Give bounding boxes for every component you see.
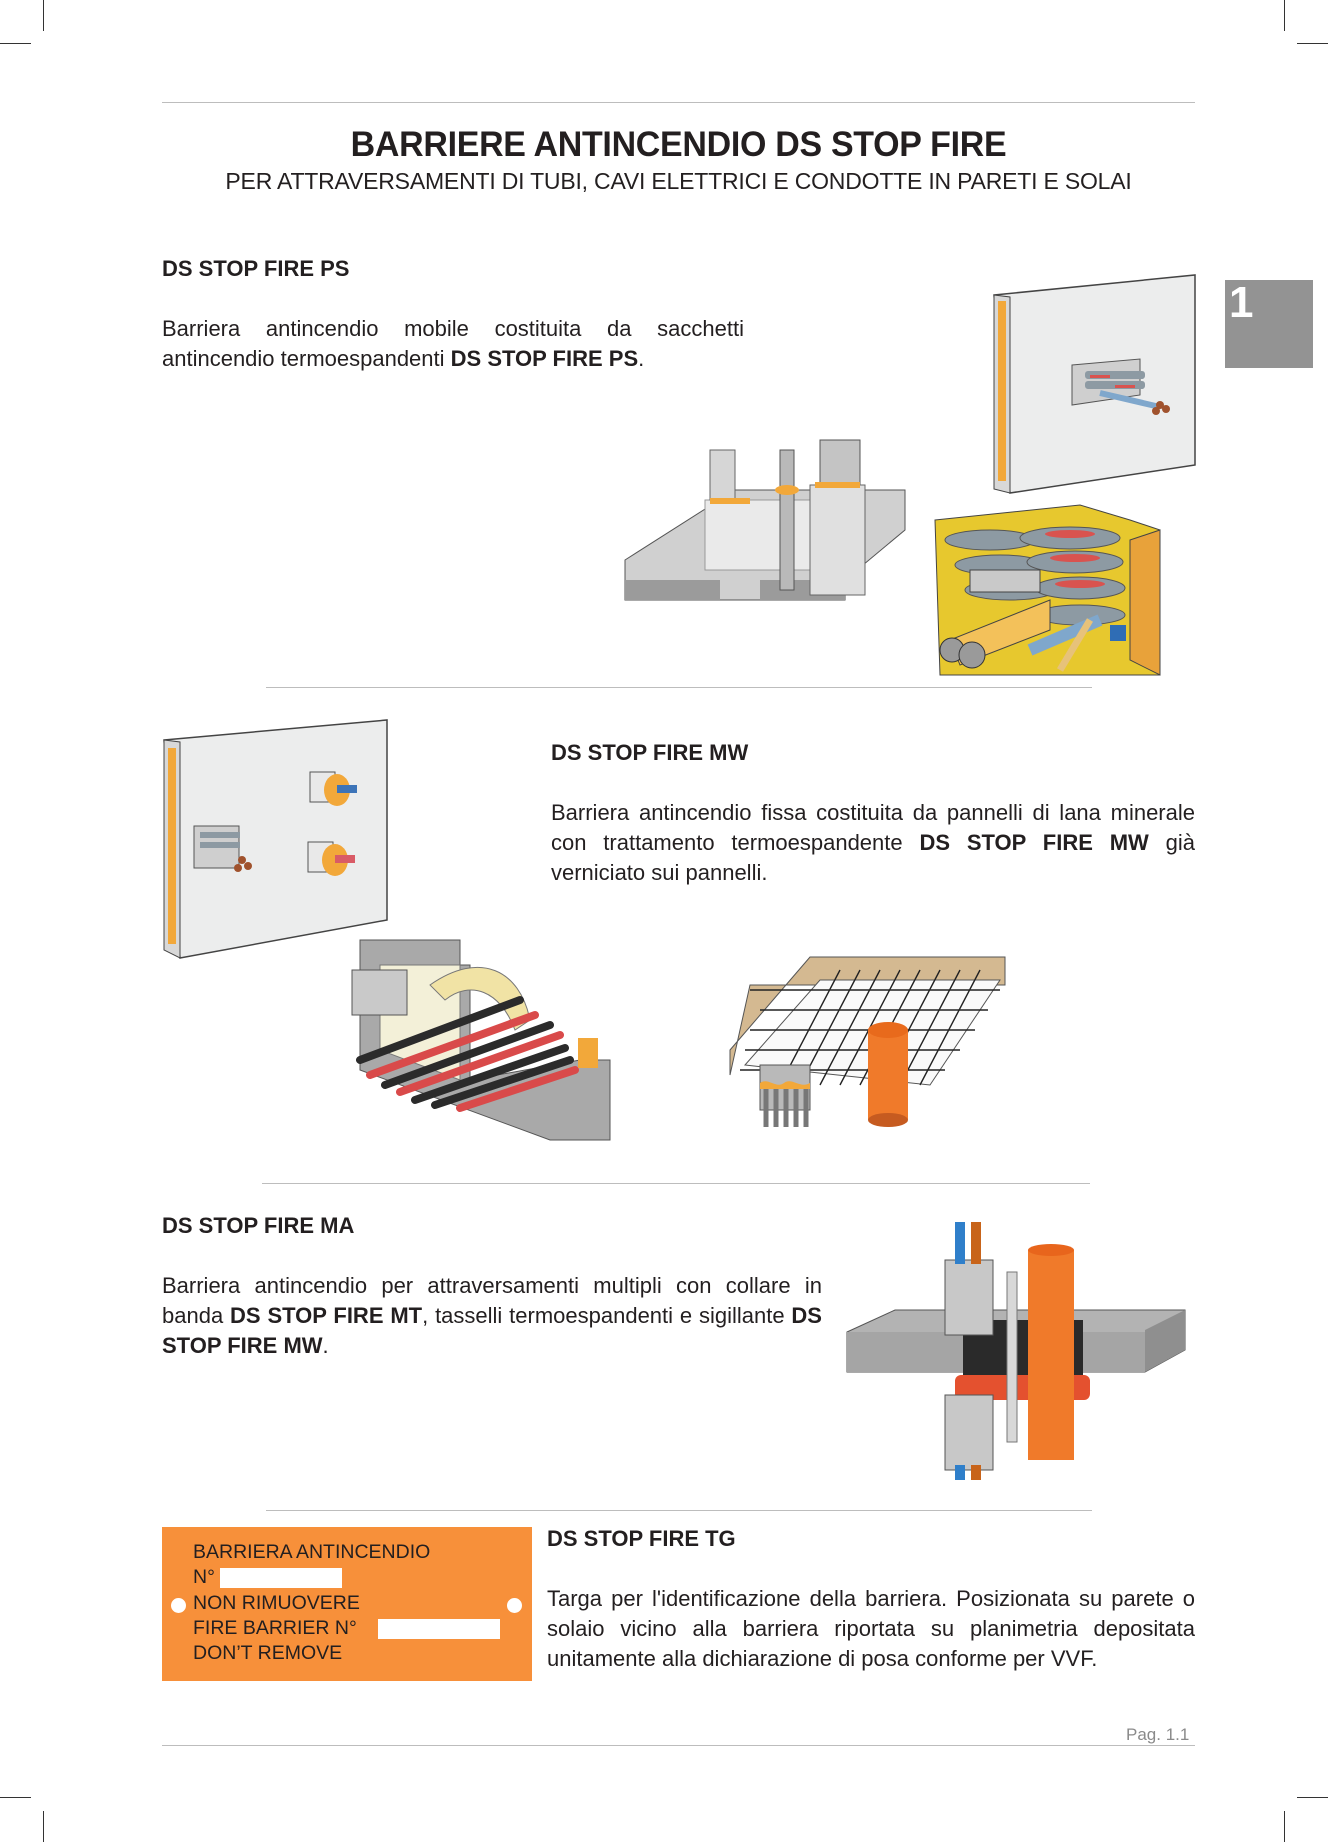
fire-bags-cutaway-icon	[934, 504, 1161, 676]
tag-number-field	[220, 1568, 342, 1588]
page-subtitle: PER ATTRAVERSAMENTI DI TUBI, CAVI ELETTR…	[225, 168, 1132, 194]
floor-slab-penetrations-icon	[624, 439, 906, 601]
ceiling-mesh-penetration-icon	[729, 956, 1006, 1127]
cable-tray-wall-cutaway-icon	[351, 939, 611, 1141]
crop-mark	[1297, 1797, 1328, 1798]
section-heading-ma: DS STOP FIRE MA	[162, 1213, 355, 1238]
fire-barrier-number-field	[378, 1619, 500, 1639]
tag-line: DON’T REMOVE	[193, 1642, 343, 1664]
section-body-mw: Barriera antincendio fissa costituita da…	[551, 800, 1195, 885]
crop-mark	[43, 1811, 44, 1842]
section-heading-mw: DS STOP FIRE MW	[551, 740, 749, 765]
wall-with-pipe-sleeves-icon	[163, 719, 388, 959]
tag-line: NON RIMUOVERE	[193, 1592, 360, 1614]
page-title: BARRIERE ANTINCENDIO DS STOP FIRE	[350, 125, 1007, 164]
footer-rule	[162, 1745, 1195, 1746]
top-rule	[162, 102, 1195, 103]
chapter-tab: 1	[1225, 278, 1313, 368]
multi-pipe-collar-slab-icon	[846, 1222, 1186, 1480]
section-heading-tg: DS STOP FIRE TG	[547, 1526, 736, 1551]
crop-mark	[1284, 1811, 1285, 1842]
crop-mark	[1297, 43, 1328, 44]
crop-mark	[0, 1797, 31, 1798]
section-body-tg: Targa per l'identificazione della barrie…	[547, 1586, 1195, 1671]
crop-mark	[0, 43, 31, 44]
mounting-hole-icon	[507, 1598, 522, 1613]
tag-line: BARRIERA ANTINCENDIO	[193, 1541, 431, 1563]
tag-line: FIRE BARRIER N°	[193, 1617, 357, 1639]
section-body-ma: Barriera antincendio per attraversamenti…	[162, 1273, 822, 1358]
page-number: Pag. 1.1	[1126, 1725, 1190, 1744]
wall-penetration-bags-icon	[993, 274, 1196, 494]
section-body-ps: Barriera antincendio mobile costituita d…	[162, 316, 744, 371]
section-divider	[266, 1510, 1092, 1511]
chapter-number: 1	[1229, 278, 1254, 327]
mounting-hole-icon	[171, 1598, 186, 1613]
tag-line: N°	[193, 1566, 215, 1588]
section-heading-ps: DS STOP FIRE PS	[162, 256, 350, 281]
crop-mark	[1284, 0, 1285, 31]
tag-plate: BARRIERA ANTINCENDIO N° NON RIMUOVERE FI…	[162, 1527, 532, 1681]
section-divider	[262, 1183, 1090, 1184]
crop-mark	[43, 0, 44, 31]
section-divider	[266, 687, 1092, 688]
